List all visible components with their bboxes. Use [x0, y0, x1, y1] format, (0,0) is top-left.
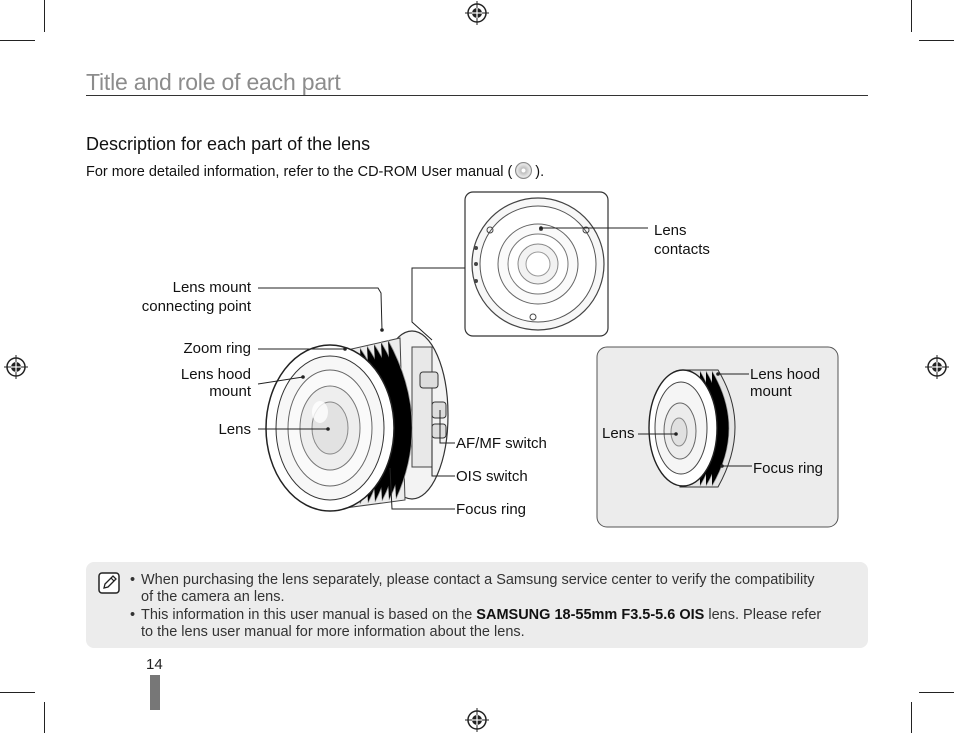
label-line: mount: [750, 383, 792, 400]
note-1-line-1: When purchasing the lens separately, ple…: [141, 572, 815, 588]
registration-mark-icon: [465, 1, 489, 25]
intro-text-before: For more detailed information, refer to …: [86, 164, 513, 180]
note-bullet: •: [130, 607, 136, 623]
note-2-text: This information in this user manual is …: [141, 607, 477, 623]
label-line: Lens mount: [172, 279, 251, 296]
section-title: Title and role of each part: [86, 69, 341, 95]
label-lens: Lens: [218, 421, 251, 438]
label-af-mf-switch: AF/MF switch: [456, 435, 547, 452]
crop-mark: [911, 702, 912, 733]
label-line: Lens hood: [750, 366, 821, 383]
label-zoom-ring: Zoom ring: [183, 340, 251, 357]
label-inset-focus-ring: Focus ring: [753, 460, 824, 477]
note-2-lens-model: SAMSUNG 18-55mm F3.5-5.6 OIS: [476, 607, 705, 623]
crop-mark: [919, 692, 954, 693]
label-lens-mount-connecting-point: Lens mount connecting point: [100, 278, 251, 316]
label-inset-lens-hood-mount: Lens hood mount: [750, 366, 820, 400]
title-divider: [86, 95, 868, 96]
page-number: 14: [146, 656, 163, 673]
crop-mark: [44, 0, 45, 32]
callout-lines: [257, 227, 752, 510]
registration-mark-icon: [4, 355, 28, 379]
callout-dots: [301, 226, 724, 468]
label-line: Lens hood: [180, 366, 251, 383]
label-inset-lens: Lens: [602, 425, 635, 442]
note-bullet: •: [130, 572, 136, 588]
note-2-text: lens. Please refer: [704, 607, 822, 623]
page-subtitle: Description for each part of the lens: [86, 134, 371, 154]
lens-main-illustration: [265, 330, 449, 512]
registration-mark-icon: [465, 708, 489, 732]
crop-mark: [911, 0, 912, 32]
intro-text-after: ).: [535, 164, 545, 180]
crop-mark: [0, 692, 35, 693]
lens-rear-mount-illustration: [471, 197, 605, 331]
label-lens-hood-mount: Lens hood mount: [100, 366, 251, 400]
registration-mark-icon: [925, 355, 949, 379]
note-2-line-1: This information in this user manual is …: [141, 607, 821, 624]
note-1-line-2: of the camera an lens.: [141, 589, 285, 605]
crop-mark: [919, 40, 954, 41]
label-line: Lens: [654, 222, 687, 239]
note-2-line-2: to the lens user manual for more informa…: [141, 624, 525, 640]
cd-rom-icon: [515, 162, 533, 179]
crop-mark: [44, 702, 45, 733]
note-pencil-icon: [98, 572, 120, 594]
label-line: contacts: [654, 241, 710, 258]
label-lens-contacts: Lens contacts: [654, 221, 710, 259]
label-ois-switch: OIS switch: [456, 468, 528, 485]
page-number-bar: [150, 675, 160, 710]
label-line: connecting point: [141, 298, 251, 315]
lens-pancake-illustration: [648, 369, 736, 488]
intro-text: For more detailed information, refer to …: [86, 162, 544, 180]
note-box: [86, 562, 868, 648]
label-focus-ring: Focus ring: [456, 501, 527, 518]
label-line: mount: [209, 383, 251, 400]
crop-mark: [0, 40, 35, 41]
